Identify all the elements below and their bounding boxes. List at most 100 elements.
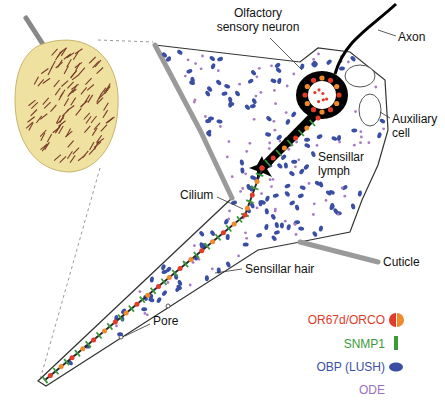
obp-dot (256, 233, 263, 239)
receptor-dot (311, 78, 316, 83)
legend-symbol (394, 384, 400, 396)
obp-dot (156, 297, 162, 304)
receptor-dot (328, 78, 333, 83)
antenna-segment (15, 40, 118, 172)
receptor-dot (317, 100, 320, 103)
obp-dot (161, 290, 168, 297)
or-dot (260, 166, 265, 171)
antenna-hair (60, 156, 66, 162)
snmp-bar (215, 234, 220, 240)
antenna-hair (67, 151, 72, 159)
snmp-bar (43, 377, 48, 383)
ode-dot (317, 53, 320, 56)
obp-dot (165, 266, 172, 273)
antenna-hair (90, 142, 94, 150)
ode-dot (139, 290, 142, 293)
receptor-dot (311, 107, 316, 112)
or-dot (271, 156, 276, 161)
antenna-hair (65, 131, 72, 137)
obp-dot (350, 203, 355, 210)
ode-dot (294, 223, 297, 226)
antenna-hair (75, 49, 82, 54)
part-label: Cilium (180, 188, 213, 202)
obp-dot (300, 63, 305, 70)
receptor-dot (328, 107, 333, 112)
obp-dot (205, 130, 212, 137)
obp-dot (199, 242, 204, 249)
auxiliary-cell (345, 65, 375, 87)
ode-dot (382, 127, 385, 130)
antenna-hair (71, 98, 76, 106)
ode-dot (312, 213, 315, 216)
pore (166, 304, 170, 308)
antenna-hair (55, 88, 60, 95)
obp-dot (247, 78, 254, 85)
antenna-hair (103, 110, 108, 118)
antenna-hair (71, 71, 77, 78)
ode-dot (368, 141, 371, 144)
obp-dot (186, 68, 193, 74)
part-label: Axon (398, 30, 425, 44)
antenna-hairs (26, 48, 114, 163)
legend-text: ODE (359, 383, 385, 397)
antenna-hair (56, 53, 61, 61)
antenna-hair (48, 67, 52, 75)
antenna-hair (61, 81, 68, 87)
obp-dot (150, 276, 155, 282)
ode-dot (115, 325, 118, 328)
ode-dot (258, 67, 261, 70)
ode-dot (286, 85, 289, 88)
snmp-bar (107, 323, 112, 329)
or-dot (199, 248, 204, 253)
obp-dot (217, 56, 224, 62)
leader-line (270, 38, 302, 70)
obp-dot (249, 104, 256, 109)
antenna-hair (95, 60, 101, 67)
obp-dot (243, 242, 249, 246)
obp-dot (141, 307, 147, 312)
obp-dot (379, 118, 386, 124)
ode-dot (184, 75, 187, 78)
antenna-hair (97, 68, 104, 74)
ode-dot (360, 136, 363, 139)
antenna-hair (41, 69, 48, 74)
antenna-hair (88, 95, 93, 103)
snmp-bar (256, 173, 263, 176)
axon (335, 4, 396, 74)
ode-dot (260, 91, 263, 94)
ode-dot (241, 187, 244, 190)
obp-dot (339, 66, 346, 71)
ode-dot (270, 185, 273, 188)
or-dot (145, 293, 150, 298)
obp-dot (206, 86, 213, 93)
snmp-bar (205, 243, 210, 249)
leader-line (125, 324, 150, 336)
receptor-dot (334, 101, 339, 106)
antenna-hair (51, 105, 57, 112)
ode-dot (200, 67, 203, 70)
obp-dot (271, 235, 278, 242)
part-label: Cuticle (383, 255, 420, 269)
ode-dot (354, 110, 357, 113)
antenna-hair (81, 101, 87, 108)
snmp-bar (251, 187, 259, 190)
obp-dot (274, 222, 279, 229)
obp-dot (297, 193, 304, 199)
obp-dot (314, 180, 321, 187)
ode-dot (187, 58, 190, 61)
obp-dot (210, 63, 216, 70)
ode-dot (292, 73, 295, 76)
obp-dot (228, 96, 233, 103)
obp-dot (351, 128, 357, 132)
or-dot (260, 166, 265, 171)
antenna-hair (40, 130, 46, 137)
snmp-bar (118, 315, 123, 321)
antenna-hair (67, 82, 73, 89)
obp-dot (234, 90, 241, 97)
obp-dot (221, 91, 228, 97)
ode-dot (295, 233, 298, 236)
obp-dot (284, 190, 291, 197)
legend-text: OR67d/ORCO (308, 313, 385, 327)
antenna-hair (59, 93, 63, 101)
